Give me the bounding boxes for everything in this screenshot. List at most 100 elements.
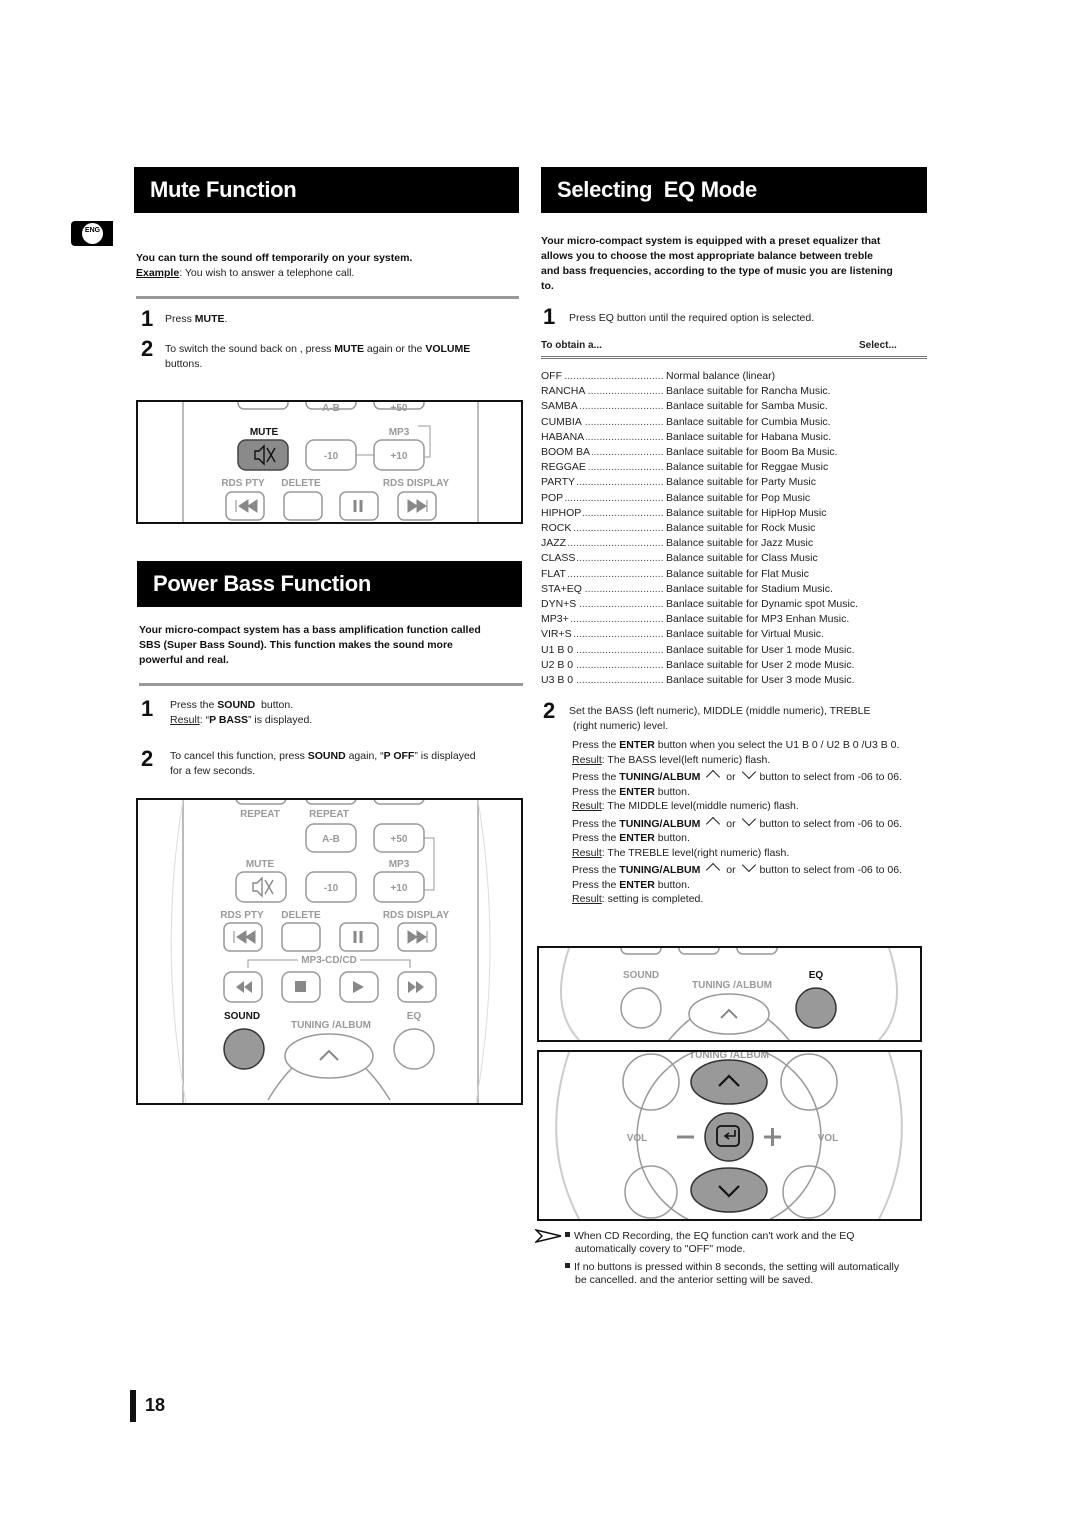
vol-left-label: VOL	[627, 1133, 648, 1144]
power-bass-section-title: Power Bass Function	[137, 561, 522, 607]
eq-remote-eq: EQ	[809, 970, 824, 981]
eq-step1-text: Press EQ button until the required optio…	[569, 312, 815, 324]
eq-title-text: Selecting EQ Mode	[557, 177, 757, 202]
select-range: button to select from -06 to 06.	[759, 771, 902, 783]
sound-remote-plus10: +10	[391, 883, 408, 894]
enter-pre: Press the	[572, 878, 620, 891]
power-bass-intro-line1: Your micro-compact system has a bass amp…	[139, 624, 481, 636]
mute-intro-text: You can turn the sound off temporarily o…	[136, 252, 413, 264]
mute-step2-pre: To switch the sound back on , press	[165, 343, 335, 355]
note1-line2: automatically covery to "OFF" mode.	[575, 1243, 746, 1255]
power-bass-step2-line2: for a few seconds.	[170, 765, 256, 777]
sound-remote-repeat1: REPEAT	[240, 809, 280, 820]
page-number-bar	[130, 1390, 136, 1422]
eq-proc-tuning2: Press the TUNING/ALBUM or button to sele…	[572, 811, 932, 832]
mute-remote-minus10: -10	[324, 451, 339, 462]
eq-option-key: HIPHOP	[541, 505, 584, 521]
play-icon	[353, 981, 364, 993]
eq-option-key: OFF	[541, 369, 564, 385]
sound-remote-plus50: +50	[391, 834, 408, 845]
power-bass-result-label: Result	[170, 714, 200, 726]
mute-step2-key1: MUTE	[334, 343, 365, 355]
eq-option-leader: ........................................…	[541, 370, 664, 382]
chevron-down-icon	[741, 811, 756, 826]
eq-remote-sound: SOUND	[623, 970, 659, 981]
eq-option-key: PARTY	[541, 475, 578, 491]
enter-key: ENTER	[619, 878, 655, 891]
eq-option-desc: Banlace suitable for User 1 mode Music.	[666, 643, 855, 656]
eq-option-desc: Balance suitable for Flat Music	[666, 567, 809, 580]
sound-remote-minus10: -10	[324, 883, 339, 894]
p1-key: ENTER	[619, 739, 655, 751]
stop-icon	[295, 981, 306, 992]
sound-remote-rds-pty: RDS PTY	[220, 910, 264, 921]
press-the: Press the	[572, 817, 620, 830]
eq-section-title: Selecting EQ Mode	[541, 167, 927, 213]
eq-option-key: POP	[541, 490, 566, 506]
eq-proc-enter1: Press the ENTER button.	[572, 785, 932, 800]
result1-text: : The BASS level(left numeric) flash.	[601, 753, 771, 766]
mute-remote-mp3: MP3	[389, 427, 410, 438]
eq-option-desc: Banlace suitable for Cumbia Music.	[666, 415, 831, 428]
sound-remote-repeat2: REPEAT	[309, 809, 349, 820]
sound-remote-delete: DELETE	[281, 910, 321, 921]
eq-option-desc: Banlace suitable for Habana Music.	[666, 430, 832, 443]
eq-option-desc: Banlace suitable for Rancha Music.	[666, 385, 831, 398]
mute-step1-text: Press MUTE.	[165, 312, 227, 327]
eq-option-key: HABANA	[541, 429, 587, 445]
mute-step1-post: .	[224, 313, 228, 325]
skip-back-icon	[233, 930, 256, 944]
eq-option-desc: Banlace suitable for Stadium Music.	[666, 582, 833, 595]
eq-table-header-left: To obtain a...	[541, 340, 602, 351]
mute-remote-svg: A-B +50 MUTE MP3 -10 +10 RDS PTY DELETE …	[182, 402, 479, 522]
vol-remote-svg: TUNING /ALBUM VOL VOL	[555, 1052, 903, 1219]
mute-example: Example: You wish to answer a telephone …	[136, 266, 354, 281]
sound-remote-rds-display: RDS DISPLAY	[383, 910, 450, 921]
power-bass-divider	[139, 683, 523, 686]
mute-intro: You can turn the sound off temporarily o…	[136, 251, 516, 266]
eq-option-desc: Banlace suitable for Virtual Music.	[666, 628, 824, 641]
eq-option-key: DYN+S	[541, 597, 579, 613]
eq-option-desc: Balance suitable for Rock Music	[666, 522, 816, 534]
chevron-down-icon	[741, 857, 756, 873]
mute-remote-illustration: A-B +50 MUTE MP3 -10 +10 RDS PTY DELETE …	[136, 400, 523, 524]
or-text: or	[726, 864, 736, 876]
power-bass-step2-key1: SOUND	[307, 750, 346, 762]
enter-key: ENTER	[619, 832, 655, 844]
chevron-up-icon	[319, 1049, 339, 1061]
eq-option-key: FLAT	[541, 566, 568, 582]
mute-step1-number: 1	[141, 306, 154, 331]
enter-post: button.	[654, 878, 690, 891]
enter-post: button.	[654, 832, 690, 844]
page-number: 18	[145, 1395, 166, 1415]
note-bullet	[565, 1232, 570, 1237]
eq-option-key: SAMBA	[541, 399, 580, 415]
eq-option-desc: Balance suitable for HipHop Music	[666, 506, 827, 519]
mute-step2-mid: again or the	[364, 343, 426, 355]
eq-procedure: Press the ENTER button when you select t…	[572, 738, 932, 907]
note-1: When CD Recording, the EQ function can't…	[565, 1230, 854, 1256]
power-bass-result-key: P BASS	[209, 714, 249, 726]
language-badge-circle	[82, 223, 103, 244]
power-bass-step1-number: 1	[141, 696, 154, 721]
result-label: Result	[572, 846, 602, 859]
eq-option-key: BOOM BA	[541, 445, 593, 461]
power-bass-step2-pre: To cancel this function, press	[170, 750, 308, 762]
mute-remote-rds-display: RDS DISPLAY	[383, 478, 450, 489]
pause-icon	[353, 931, 363, 943]
sound-remote-ab: A-B	[322, 834, 340, 845]
eq-table-header-right: Select...	[859, 340, 897, 351]
eq-option-desc: Banlace suitable for Samba Music.	[666, 400, 828, 413]
chevron-down-icon	[718, 1185, 740, 1198]
eq-step2-line2: (right numeric) level.	[573, 720, 669, 732]
language-badge: ENG	[71, 221, 113, 246]
skip-forward-icon	[407, 499, 428, 513]
eq-proc-enter3: Press the ENTER button.	[572, 878, 932, 893]
power-bass-intro: Your micro-compact system has a bass amp…	[139, 623, 524, 668]
eq-intro-line4: to.	[541, 280, 554, 292]
mute-remote-plus50: +50	[391, 403, 408, 414]
press-the: Press the	[572, 864, 620, 876]
result4-text: : setting is completed.	[601, 893, 704, 905]
eq-proc-result4: Result: setting is completed.	[572, 892, 932, 907]
power-bass-step2-key2: P OFF	[383, 750, 415, 762]
